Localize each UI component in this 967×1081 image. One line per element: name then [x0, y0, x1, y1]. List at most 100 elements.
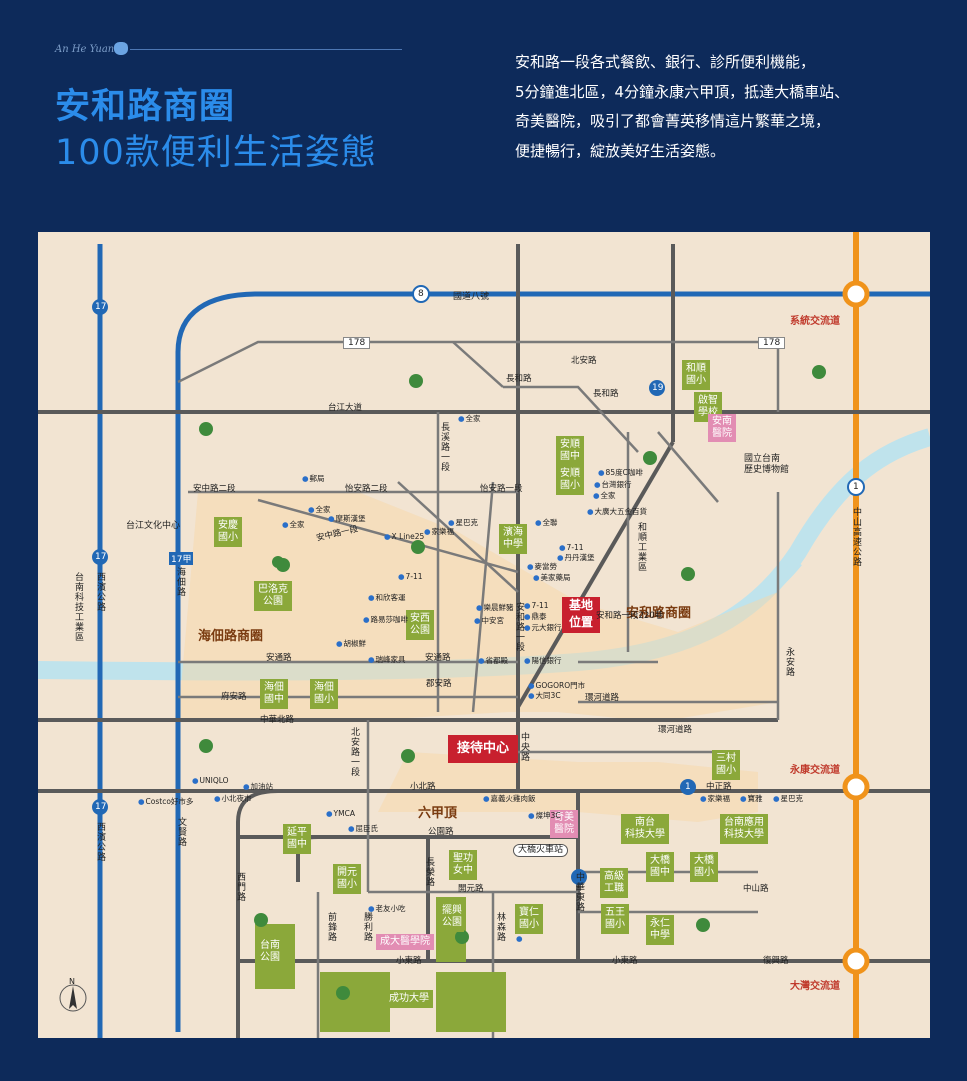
- haidian-area-label: 海佃路商圈: [198, 629, 264, 644]
- zhongshan-hwy-label: 中山高速公路: [851, 507, 861, 567]
- route-1-road-shield-2: [571, 869, 587, 885]
- shop-post-office: 郵局: [302, 475, 325, 483]
- shop-pxmart: 全聯: [535, 519, 558, 527]
- daqiao-junior-high: 大橋 國中: [646, 852, 674, 882]
- page-subtitle: 100款便利生活姿態: [55, 133, 377, 173]
- west-coast-hwy-label: 西濱公路: [95, 572, 105, 612]
- shop-pharmacy: 美家藥局: [533, 574, 571, 582]
- shop-temple: 中安宮: [474, 617, 505, 625]
- ncku-med-college: 成大醫學院: [376, 934, 434, 950]
- reception-center: 接待中心: [448, 735, 518, 763]
- shop-mcdonalds: 麥當勞: [527, 563, 558, 571]
- road-kaiyuan: 開元路: [458, 884, 484, 894]
- road-junan: 郡安路: [426, 679, 452, 689]
- tainan-park: 台南 公園: [258, 937, 282, 967]
- route-17-shield: [92, 299, 108, 315]
- shop-7-11: 7-11: [524, 602, 549, 610]
- route-1-road-label: 1: [685, 782, 691, 792]
- shop-mos: 摩斯漢堡: [328, 515, 366, 523]
- shop-night-market: 小北夜市: [214, 795, 252, 803]
- heshun-industrial: 和順工業區: [636, 522, 646, 572]
- intro-line: 5分鐘進北區，4分鐘永康六甲頂，抵達大橋車站、: [515, 82, 850, 101]
- yanping-junior-high: 延平 國中: [283, 824, 311, 854]
- brand-tagline: An He Yuan: [55, 44, 115, 55]
- yongkang-interchange: 永康交流道: [790, 765, 840, 776]
- shop-temple-2: 省都殿: [478, 657, 509, 665]
- shop-gas-station: 加油站: [243, 783, 274, 791]
- area-map: 8 國道八號 178 178 19 17 17 17 西濱公路 西濱公路 17甲…: [38, 232, 930, 1038]
- shop-chicken-rice: 嘉義火雞肉飯: [483, 795, 536, 803]
- road-changhe2: 長和路: [593, 389, 619, 399]
- road-fuan: 府安路: [221, 692, 247, 702]
- taiwan-logo-icon: [114, 42, 128, 55]
- route-178-left: 178: [343, 337, 371, 349]
- anshun-elementary: 安順 國小: [556, 465, 584, 495]
- page-title: 安和路商圈: [55, 87, 236, 127]
- shop-ymca: YMCA: [326, 810, 355, 818]
- vocational-high: 高級 工職: [600, 868, 628, 898]
- shop-familymart: 全家: [282, 521, 305, 529]
- annan-hospital: 安南 醫院: [708, 414, 736, 442]
- shop-starbucks-2: 星巴克: [773, 795, 804, 803]
- shop-dingtai: 鼎泰: [524, 613, 547, 621]
- anshun-junior-high: 安順 國中: [556, 436, 584, 466]
- shop-pepper: 胡椒鮮: [336, 640, 367, 648]
- taijiang-cultural-center: 台江文化中心: [126, 521, 181, 531]
- shop-watsons: 屈臣氏: [348, 825, 379, 833]
- liujiading-zone: [378, 752, 758, 822]
- shop-pork: 樂晨鮮豬: [476, 604, 514, 612]
- shop-furniture: 瑞峰家具: [368, 656, 406, 664]
- shop-7-11: 7-11: [398, 573, 423, 581]
- nantai-univ: 南台 科技大學: [621, 814, 669, 844]
- road-ximen: 西門路: [235, 872, 245, 902]
- route-178-right: 178: [758, 337, 786, 349]
- haidian-elementary: 海佃 國小: [310, 679, 338, 709]
- road-beian: 北安路: [571, 356, 597, 366]
- baroque-park: 巴洛克 公園: [254, 581, 292, 611]
- shop-tk3c: 燦坤3C: [528, 812, 561, 820]
- route-17-label: 17: [95, 302, 107, 312]
- shop-familymart: 全家: [593, 492, 616, 500]
- map-canvas: [38, 232, 930, 1038]
- baoren-elementary: 寶仁 國小: [515, 904, 543, 934]
- road-yian2: 怡安路二段: [345, 484, 388, 494]
- intro-text: 安和路一段各式餐飲、銀行、診所便利機能， 5分鐘進北區，4分鐘永康六甲頂，抵達大…: [515, 48, 849, 166]
- road-changhe: 長和路: [506, 374, 532, 384]
- intro-line: 便捷暢行，綻放美好生活姿態。: [515, 141, 726, 160]
- road-xiaodong: 小東路: [396, 956, 422, 966]
- road-qianfeng: 前鋒路: [326, 912, 336, 942]
- road-gongyuan: 公園路: [428, 827, 454, 837]
- road-xiaodong2: 小東路: [612, 956, 638, 966]
- road-linsen: 林森路: [495, 912, 505, 942]
- route-1-shield: [847, 478, 865, 496]
- road-fuxing: 復興路: [763, 956, 789, 966]
- road-taijiang: 台江大道: [328, 403, 363, 413]
- route-8-shield: [412, 285, 430, 303]
- compass-icon: [59, 984, 87, 1012]
- shop-tatung: 大同3C: [528, 692, 561, 700]
- shop-7-11: 7-11: [559, 544, 584, 552]
- road-shengli: 勝利路: [362, 912, 372, 942]
- tainan-tech-industrial: 台南科技工業區: [73, 572, 83, 642]
- road-zhongzheng: 中正路: [706, 782, 732, 792]
- shop-old-snack: 老友小吃: [368, 905, 406, 913]
- road-antong-left: 安通路: [266, 653, 292, 663]
- road-anzhong2: 安中路二段: [193, 484, 236, 494]
- shop-starbucks: 星巴克: [448, 519, 479, 527]
- route-17-shield-mid: [92, 549, 108, 565]
- road-anhe1-220: 安和路一段220巷: [596, 611, 664, 621]
- shop-familymart: 全家: [308, 506, 331, 514]
- brand-divider: [130, 49, 402, 50]
- road-xiaobei: 小北路: [410, 782, 436, 792]
- shop-poya: 寶雅: [740, 795, 763, 803]
- route-1-hwy-label: 1: [853, 482, 859, 492]
- shop-familymart: 全家: [458, 415, 481, 423]
- xitong-interchange: 系統交流道: [790, 316, 840, 327]
- shop-yuanta: 元大銀行: [524, 624, 562, 632]
- national-hwy-8: [175, 291, 930, 1032]
- anqing-elementary: 安慶 國小: [214, 517, 242, 547]
- kaiyuan-elementary: 開元 國小: [333, 864, 361, 894]
- parks: [255, 897, 506, 1032]
- shop-sunny-bank: 陽信銀行: [524, 657, 562, 665]
- anhe-area-label: 安和路商圈: [626, 606, 692, 621]
